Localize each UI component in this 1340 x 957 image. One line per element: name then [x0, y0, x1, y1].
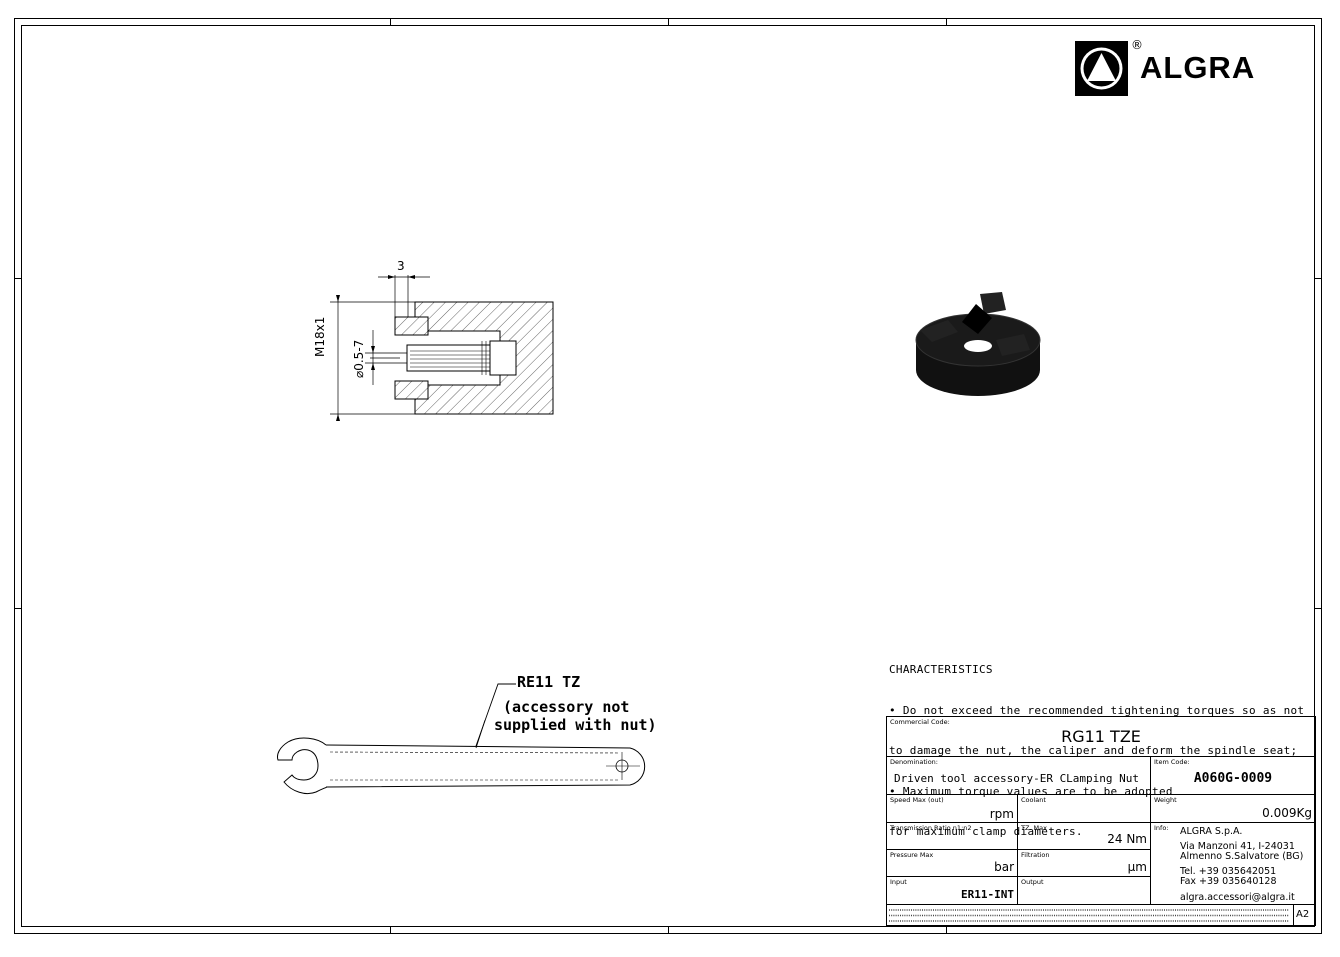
- filtration-cell: Filtration µm: [1018, 850, 1151, 877]
- coolant-label: Coolant: [1021, 796, 1046, 804]
- characteristics-line: • Do not exceed the recommended tighteni…: [889, 703, 1305, 717]
- company-email[interactable]: algra.accessori@algra.it: [1180, 891, 1295, 903]
- item-code-value: A060G-0009: [1193, 771, 1273, 786]
- output-label: Output: [1021, 878, 1044, 886]
- frame-tick: [390, 927, 391, 934]
- torque-readout: 24 Nm: [1107, 832, 1147, 846]
- drawing-frame-inner: [21, 25, 1315, 927]
- speed-label: Speed Max (out): [890, 796, 944, 804]
- output-cell: Output: [1018, 877, 1151, 905]
- torque-value: 24: [1107, 832, 1123, 846]
- denomination-cell: Denomination: Driven tool accessory-ER C…: [887, 757, 1151, 795]
- info-label: Info:: [1154, 824, 1169, 832]
- input-cell: Input ER11-INT: [887, 877, 1018, 905]
- frame-tick: [390, 18, 391, 25]
- sheet-size-cell: A2: [1293, 905, 1315, 925]
- speed-cell: Speed Max (out) rpm: [887, 795, 1018, 823]
- ratio-label: Transmission Ratio n1:n2: [890, 824, 972, 832]
- speed-unit: rpm: [989, 807, 1014, 821]
- dimension-width-label: 3: [397, 259, 405, 273]
- ratio-cell: Transmission Ratio n1:n2: [887, 823, 1018, 850]
- torque-unit: Nm: [1126, 832, 1147, 846]
- dimension-thread-label: M18x1: [313, 316, 327, 357]
- pressure-label: Pressure Max: [890, 851, 934, 859]
- frame-tick: [946, 927, 947, 934]
- section-view-drawing: [330, 275, 554, 421]
- coolant-cell: Coolant: [1018, 795, 1151, 823]
- fine-print-pattern: [889, 909, 1289, 922]
- diameter-symbol: ⌀: [352, 370, 366, 378]
- weight-value: 0.009Kg: [1262, 806, 1312, 820]
- company-name: ALGRA S.p.A.: [1180, 826, 1243, 837]
- filtration-label: Filtration: [1021, 851, 1050, 859]
- filtration-unit: µm: [1127, 860, 1147, 874]
- item-code-label: Item Code:: [1154, 758, 1190, 766]
- company-fax: Fax +39 035640128: [1180, 876, 1277, 887]
- input-label: Input: [890, 878, 907, 886]
- item-code-cell: Item Code: A060G-0009: [1151, 757, 1315, 795]
- denomination-label: Denomination:: [890, 758, 938, 766]
- frame-tick: [946, 18, 947, 25]
- frame-tick: [14, 608, 21, 609]
- commercial-code-value: RG11 TZE: [1061, 727, 1141, 746]
- frame-tick: [1315, 278, 1322, 279]
- frame-tick: [14, 278, 21, 279]
- characteristics-title: CHARACTERISTICS: [889, 663, 993, 676]
- wrench-note-line-2: supplied with nut): [494, 716, 657, 734]
- frame-tick: [668, 18, 669, 25]
- info-cell: Info: ALGRA S.p.A. Via Manzoni 41, I-240…: [1151, 823, 1315, 905]
- pressure-cell: Pressure Max bar: [887, 850, 1018, 877]
- torque-cell: TZ. Max 24 Nm: [1018, 823, 1151, 850]
- frame-tick: [668, 927, 669, 934]
- nut-3d-render: [915, 292, 1041, 396]
- company-info: ALGRA S.p.A. Via Manzoni 41, I-24031 Alm…: [1180, 826, 1304, 903]
- brand-name: ALGRA: [1140, 50, 1256, 85]
- company-address-1: Via Manzoni 41, I-24031: [1180, 840, 1295, 852]
- company-address-2: Almenno S.Salvatore (BG): [1180, 851, 1304, 862]
- commercial-code-label: Commercial Code:: [890, 718, 950, 726]
- dimension-diameter-label: ⌀0.5-7: [352, 318, 366, 378]
- wrench-leader-line: [475, 683, 516, 747]
- dimension-diameter-value: 0.5-7: [352, 339, 366, 371]
- weight-cell: Weight 0.009Kg: [1151, 795, 1315, 823]
- pressure-unit: bar: [994, 860, 1014, 874]
- torque-label: TZ. Max: [1021, 824, 1047, 832]
- sheet-size: A2: [1296, 909, 1310, 920]
- commercial-code-cell: Commercial Code: RG11 TZE: [887, 717, 1315, 757]
- characteristics-line: to damage the nut, the caliper and defor…: [889, 744, 1298, 757]
- wrench-note-line-1: (accessory not: [503, 698, 630, 716]
- denomination-value: Driven tool accessory-ER CLamping Nut: [894, 772, 1140, 785]
- fine-print-strip: [889, 907, 1289, 924]
- algra-logo-icon: [1075, 41, 1128, 96]
- characteristics-line: for maximum clamp diameters.: [889, 825, 1083, 838]
- input-value: ER11-INT: [961, 888, 1014, 901]
- frame-tick: [1315, 608, 1322, 609]
- weight-label: Weight: [1154, 796, 1177, 804]
- registered-mark: ®: [1131, 38, 1143, 52]
- company-tel: Tel. +39 035642051: [1180, 865, 1277, 877]
- title-block: Commercial Code: RG11 TZE Denomination: …: [886, 716, 1316, 926]
- wrench-code-label: RE11 TZ: [517, 673, 581, 691]
